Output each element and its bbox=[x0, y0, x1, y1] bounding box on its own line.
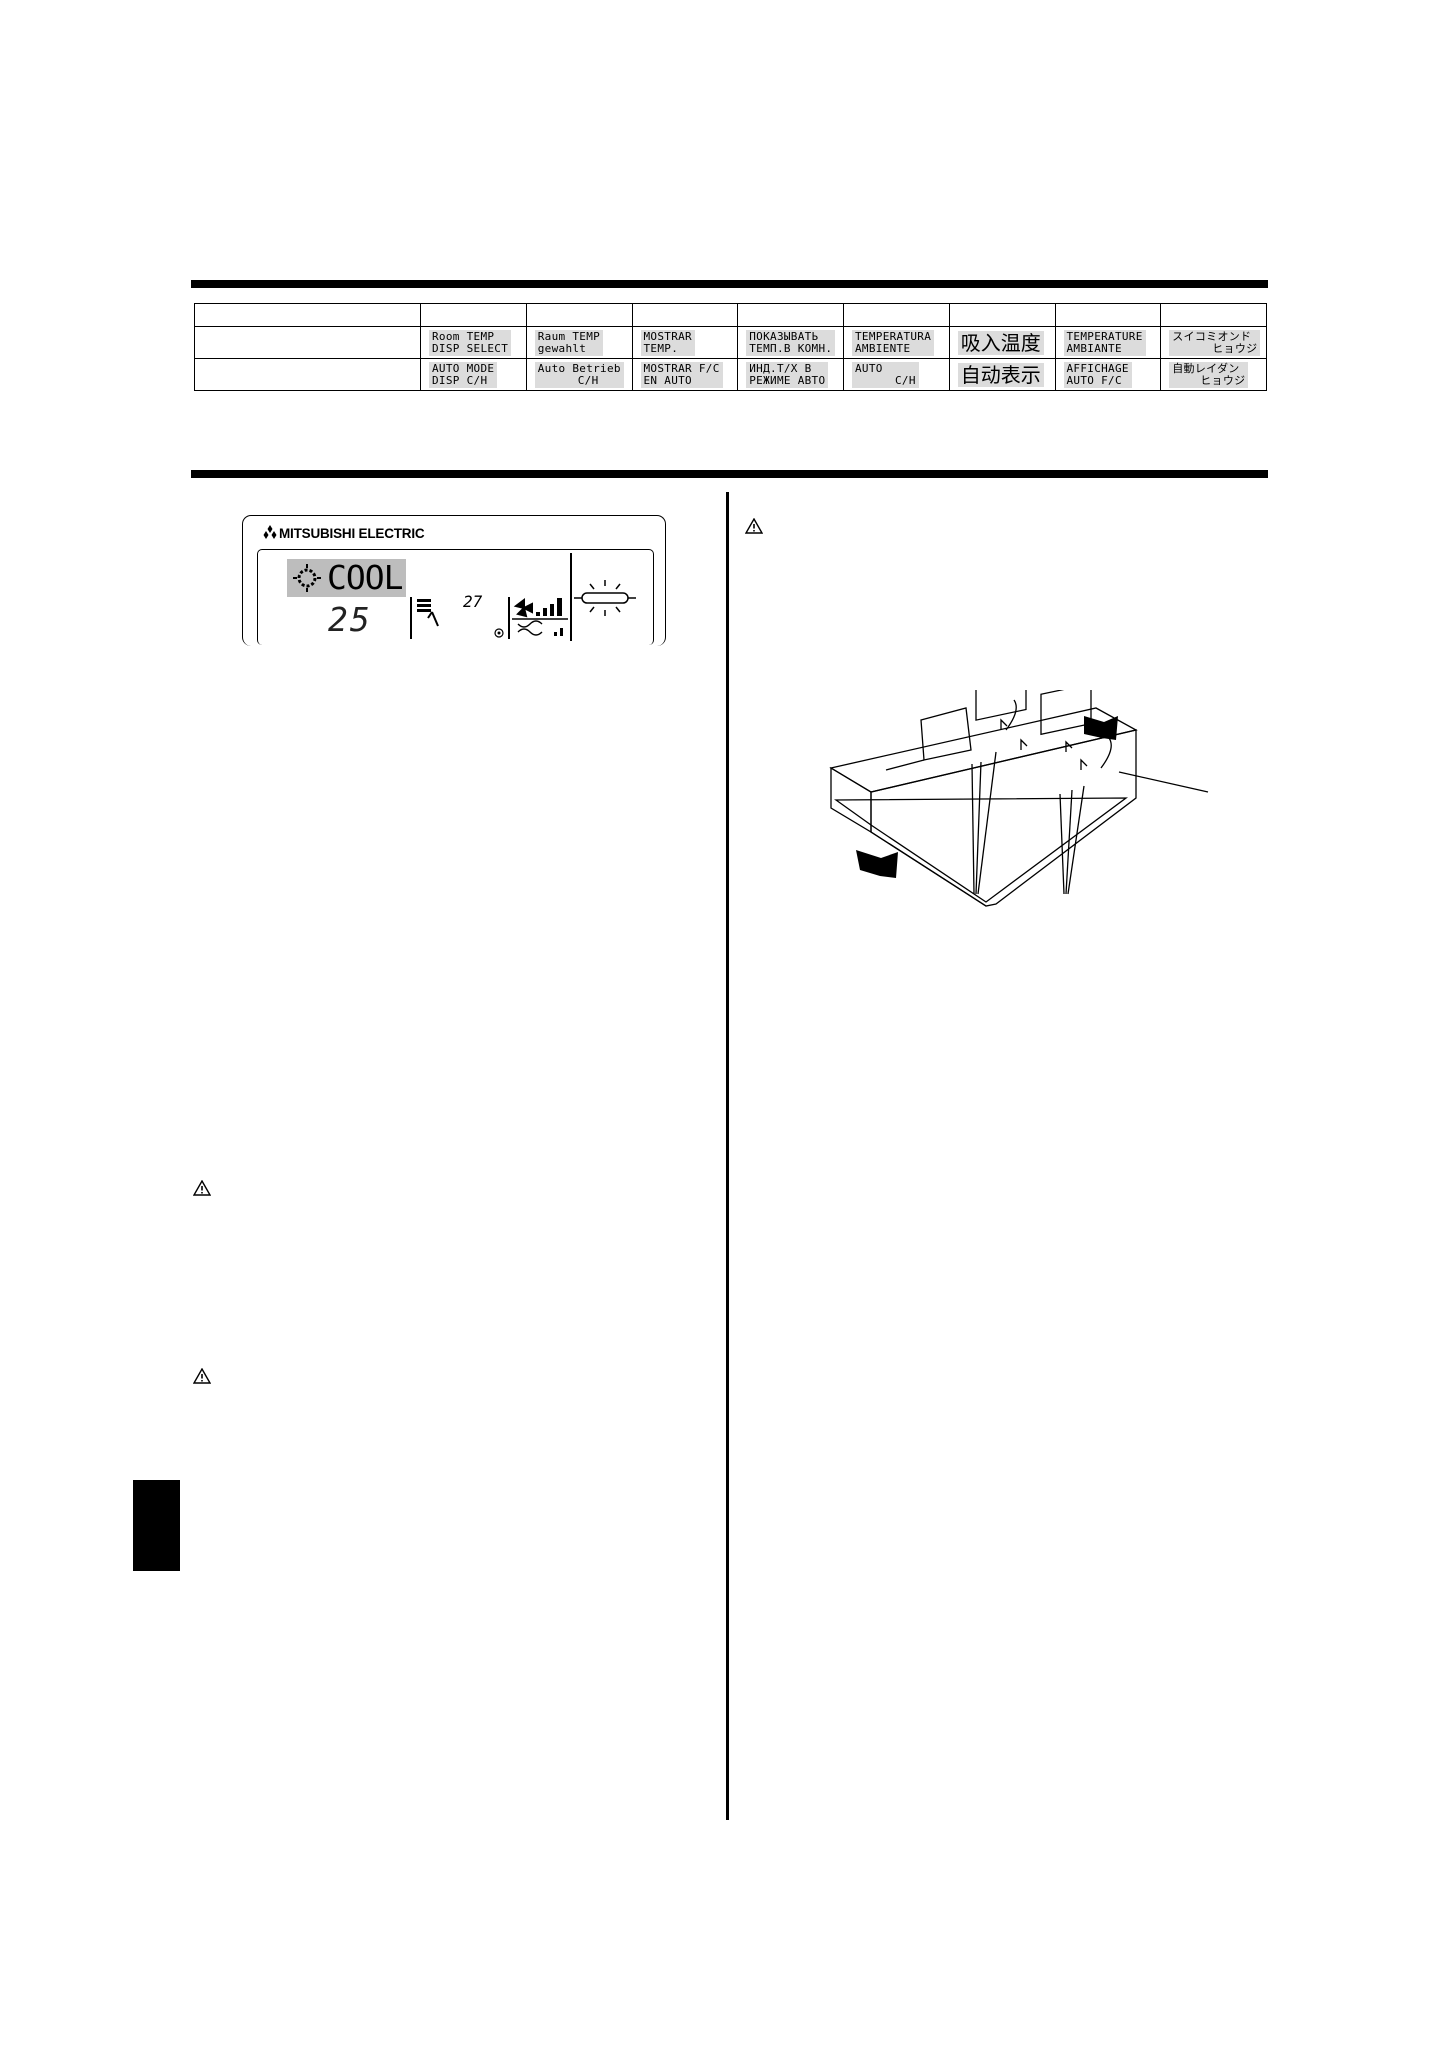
lcd-screen bbox=[257, 549, 654, 645]
indoor-unit-illustration bbox=[829, 690, 1209, 907]
warning-triangle-icon bbox=[193, 1368, 211, 1384]
lcd-divider bbox=[570, 553, 572, 641]
lcd-text-en: Room TEMP DISP SELECT bbox=[429, 329, 512, 356]
lcd-text-zh: 吸入温度 bbox=[957, 330, 1044, 355]
mode-indicator: COOL bbox=[287, 559, 406, 597]
lcd-divider bbox=[410, 597, 412, 639]
lcd-text-fr: TEMPERATURE AMBIANTE bbox=[1063, 329, 1146, 356]
lcd-text-de: Raum TEMP gewahlt bbox=[534, 329, 604, 356]
header-cell bbox=[1160, 303, 1267, 327]
column-divider bbox=[726, 492, 729, 1820]
vane-icon bbox=[417, 599, 439, 627]
lcd-text-de: Auto Betrieb C/H bbox=[534, 361, 624, 388]
header-cell bbox=[420, 303, 527, 327]
lcd-text-ja: スイコミオンド ヒョウジ bbox=[1169, 329, 1261, 356]
mode-text: COOL bbox=[327, 558, 403, 597]
warning-triangle-icon bbox=[745, 518, 763, 534]
warning-triangle-icon bbox=[193, 1180, 211, 1196]
header-cell bbox=[737, 303, 844, 327]
header-cell bbox=[194, 303, 421, 327]
lcd-text-ru: ИНД.Т/Х В РЕЖИМЕ АВТО bbox=[746, 361, 829, 388]
table-row: AUTO MODE DISP C/H Auto Betrieb C/H MOST… bbox=[194, 358, 1267, 391]
remote-controller bbox=[242, 515, 666, 646]
room-temperature: 27 bbox=[463, 592, 483, 611]
header-cell bbox=[948, 303, 1056, 327]
lcd-text-es: MOSTRAR F/C EN AUTO bbox=[640, 361, 723, 388]
lcd-text-it: TEMPERATURA AMBIENTE bbox=[852, 329, 935, 356]
lcd-text-it: AUTO C/H bbox=[852, 361, 919, 388]
lcd-text-fr: AFFICHAGE AUTO F/C bbox=[1063, 361, 1132, 388]
lcd-text-ru: ПОКАЗЫВАТЬ ТЕМП.В КОМН. bbox=[746, 329, 836, 356]
lcd-text-ja: 自動レイダン ヒョウジ bbox=[1169, 361, 1249, 388]
lcd-text-zh: 自动表示 bbox=[957, 362, 1044, 387]
sensor-icon bbox=[494, 628, 504, 638]
set-temperature: 25 bbox=[328, 600, 372, 639]
row-label bbox=[194, 326, 421, 359]
row-label bbox=[194, 358, 421, 391]
lcd-text-es: MOSTRAR TEMP. bbox=[640, 329, 695, 356]
header-cell bbox=[1054, 303, 1162, 327]
filter-sign-icon bbox=[574, 580, 636, 616]
lcd-text-en: AUTO MODE DISP C/H bbox=[429, 361, 498, 388]
lcd-divider bbox=[508, 597, 510, 639]
header-cell bbox=[631, 303, 739, 327]
section-rule bbox=[191, 470, 1268, 478]
brand-name: MITSUBISHI ELECTRIC bbox=[279, 526, 425, 541]
header-cell bbox=[525, 303, 633, 327]
section-index-tab bbox=[133, 1480, 180, 1571]
three-diamond-logo bbox=[263, 525, 277, 539]
fan-icon bbox=[512, 598, 568, 636]
table-header-row bbox=[194, 303, 1267, 327]
cool-snowflake-icon bbox=[293, 564, 321, 592]
header-cell bbox=[843, 303, 950, 327]
function-code-table: Room TEMP DISP SELECT Raum TEMP gewahlt … bbox=[194, 303, 1267, 391]
top-rule bbox=[191, 280, 1268, 288]
table-row: Room TEMP DISP SELECT Raum TEMP gewahlt … bbox=[194, 326, 1267, 359]
